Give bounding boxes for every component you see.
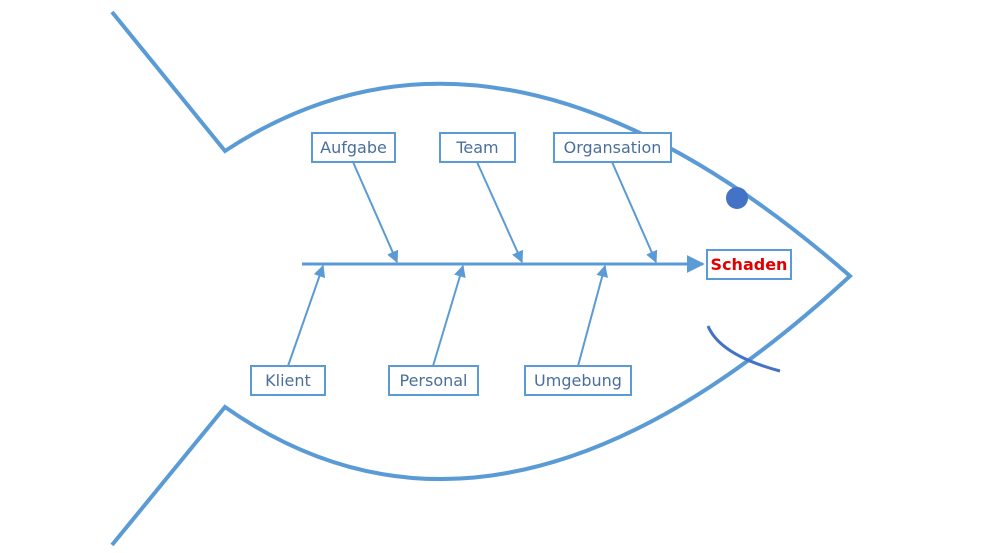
box-aufgabe — [311, 132, 396, 163]
bone-klient — [287, 264, 326, 367]
bone-aufgabe — [352, 161, 399, 264]
effect-label: Schaden — [711, 255, 788, 274]
fish-body-outline — [110, 10, 853, 547]
cause-label-team: Team — [455, 138, 498, 157]
fish-eye — [726, 187, 748, 209]
box-personal — [388, 365, 479, 396]
box-organsation — [553, 132, 672, 163]
fish-mouth — [706, 325, 781, 373]
cause-label-personal: Personal — [399, 371, 467, 390]
bone-organsation — [611, 161, 658, 264]
box-klient — [250, 365, 326, 396]
bone-team — [476, 161, 524, 264]
bone-umgebung — [577, 264, 608, 367]
bone-personal — [432, 264, 466, 367]
cause-label-klient: Klient — [265, 371, 311, 390]
box-team — [439, 132, 516, 163]
box-effect — [706, 249, 792, 280]
cause-label-aufgabe: Aufgabe — [320, 138, 387, 157]
cause-label-umgebung: Umgebung — [534, 371, 622, 390]
box-umgebung — [524, 365, 632, 396]
cause-label-organsation: Organsation — [564, 138, 662, 157]
